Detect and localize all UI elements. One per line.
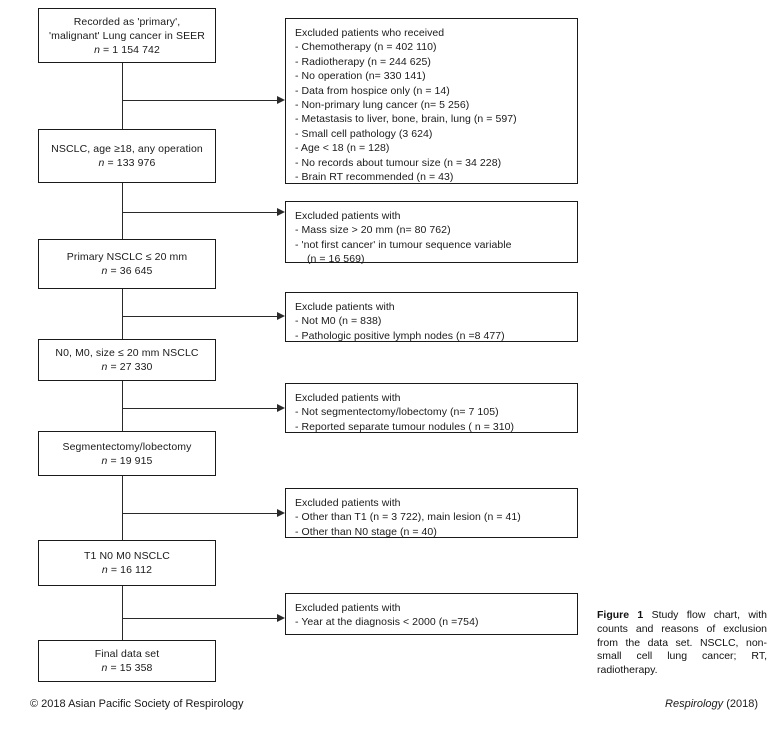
exclusion-item: - No records about tumour size (n = 34 2…	[295, 156, 502, 169]
exclusion-heading: Excluded patients with	[295, 210, 401, 222]
exclusion-heading: Excluded patients with	[295, 497, 401, 509]
node-seer-cohort: Recorded as 'primary', 'malignant' Lung …	[38, 8, 216, 63]
node-line: Recorded as 'primary',	[73, 15, 181, 28]
exclusion-item-continuation: (n = 16 569)	[307, 253, 365, 266]
node-segmentectomy-lobectomy: Segmentectomy/lobectomy n = 19 915	[38, 431, 216, 476]
exclusion-item: - 'not first cancer' in tumour sequence …	[295, 238, 512, 251]
branch-line-treatments	[122, 100, 282, 102]
node-line: T1 N0 M0 NSCLC	[83, 550, 170, 562]
exclusion-item: - Year at the diagnosis < 2000 (n =754)	[295, 616, 479, 629]
branch-arrow-surgery-type	[277, 404, 285, 412]
branch-arrow-year	[277, 614, 285, 622]
spine-n0m0-to-segment	[122, 381, 124, 431]
node-line: Final data set	[94, 648, 160, 660]
node-count: n = 15 358	[101, 662, 153, 674]
exclusion-item: - Pathologic positive lymph nodes (n =8 …	[295, 329, 505, 342]
exclusion-item: - Radiotherapy (n = 244 625)	[295, 55, 431, 68]
exclusion-treatments: Excluded patients who received - Chemoth…	[285, 18, 578, 184]
spine-nsclc-to-primary	[122, 183, 124, 239]
branch-arrow-treatments	[277, 96, 285, 104]
node-n0-m0-20mm: N0, M0, size ≤ 20 mm NSCLC n = 27 330	[38, 339, 216, 381]
branch-arrow-stage	[277, 509, 285, 517]
branch-arrow-size-sequence	[277, 208, 285, 216]
exclusion-item: - Small cell pathology (3 624)	[295, 127, 433, 140]
exclusion-heading: Excluded patients who received	[295, 27, 445, 39]
branch-line-surgery-type	[122, 408, 282, 410]
node-final-data-set: Final data set n = 15 358	[38, 640, 216, 682]
node-line: Primary NSCLC ≤ 20 mm	[66, 251, 188, 263]
node-line: 'malignant' Lung cancer in SEER	[49, 29, 205, 42]
copyright-footer: © 2018 Asian Pacific Society of Respirol…	[30, 698, 244, 710]
branch-line-year	[122, 618, 282, 620]
node-line: N0, M0, size ≤ 20 mm NSCLC	[55, 347, 199, 359]
exclusion-item: - Non-primary lung cancer (n= 5 256)	[295, 99, 470, 112]
exclusion-item: - Reported separate tumour nodules ( n =…	[295, 420, 515, 433]
exclusion-item: - Data from hospice only (n = 14)	[295, 84, 450, 97]
branch-line-stage	[122, 513, 282, 515]
exclusion-item: - Other than N0 stage (n = 40)	[295, 525, 437, 538]
exclusion-size-sequence: Excluded patients with - Mass size > 20 …	[285, 201, 578, 266]
node-count: n = 36 645	[101, 265, 153, 277]
spine-segment-to-t1	[122, 476, 124, 540]
exclusion-item: - Age < 18 (n = 128)	[295, 142, 390, 155]
exclusion-heading: Excluded patients with	[295, 392, 401, 404]
figure-caption: Figure 1 Study flow chart, with counts a…	[597, 609, 767, 678]
node-count: n = 27 330	[101, 361, 153, 373]
exclusion-item: - Metastasis to liver, bone, brain, lung…	[295, 113, 517, 126]
branch-line-size-sequence	[122, 212, 282, 214]
node-t1n0m0: T1 N0 M0 NSCLC n = 16 112	[38, 540, 216, 586]
exclusion-m0-nodes: Exclude patients with - Not M0 (n = 838)…	[285, 292, 578, 342]
spine-seer-to-nsclc	[122, 63, 124, 129]
journal-name: Respirology	[665, 698, 724, 710]
exclusion-item: - Not M0 (n = 838)	[295, 315, 382, 328]
exclusion-heading: Excluded patients with	[295, 602, 401, 614]
spine-primary-to-n0m0	[122, 289, 124, 339]
exclusion-item: - Other than T1 (n = 3 722), main lesion…	[295, 511, 521, 524]
exclusion-item: - Chemotherapy (n = 402 110)	[295, 41, 437, 54]
node-count: n = 16 112	[101, 564, 153, 576]
figure-caption-label: Figure 1	[597, 609, 644, 621]
exclusion-item: - Brain RT recommended (n = 43)	[295, 171, 454, 184]
node-count: n = 1 154 742	[94, 43, 160, 56]
journal-footer: Respirology (2018)	[665, 698, 758, 710]
exclusion-stage: Excluded patients with - Other than T1 (…	[285, 488, 578, 538]
node-line: NSCLC, age ≥18, any operation	[51, 143, 203, 155]
exclusion-heading: Exclude patients with	[295, 301, 395, 313]
exclusion-item: - No operation (n= 330 141)	[295, 70, 426, 83]
spine-t1-to-final	[122, 586, 124, 640]
exclusion-year: Excluded patients with - Year at the dia…	[285, 593, 578, 635]
node-count: n = 133 976	[98, 157, 156, 169]
branch-line-m0-nodes	[122, 316, 282, 318]
exclusion-item: - Not segmentectomy/lobectomy (n= 7 105)	[295, 406, 499, 419]
node-primary-20mm: Primary NSCLC ≤ 20 mm n = 36 645	[38, 239, 216, 289]
exclusion-item: - Mass size > 20 mm (n= 80 762)	[295, 224, 451, 237]
node-nsclc-operation: NSCLC, age ≥18, any operation n = 133 97…	[38, 129, 216, 183]
node-line: Segmentectomy/lobectomy	[62, 440, 192, 453]
journal-year: (2018)	[726, 698, 758, 710]
branch-arrow-m0-nodes	[277, 312, 285, 320]
exclusion-surgery-type: Excluded patients with - Not segmentecto…	[285, 383, 578, 433]
node-count: n = 19 915	[101, 454, 153, 467]
figure-caption-text: Study flow chart, with counts and reason…	[597, 609, 767, 677]
